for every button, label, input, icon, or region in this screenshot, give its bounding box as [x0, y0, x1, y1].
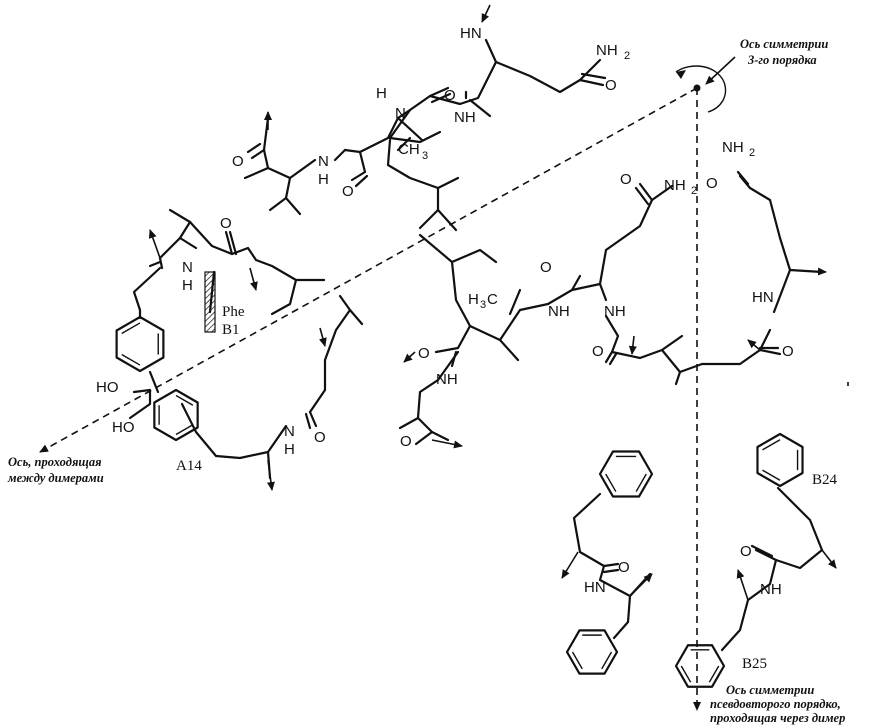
- left-cycle: [132, 208, 364, 491]
- atom-o-ala: O: [592, 343, 604, 360]
- atom-nh-lower: NH: [436, 371, 458, 388]
- annotations: Ось симметрии 3-го порядка Ось, проходящ…: [7, 37, 845, 725]
- atom-o-right: O: [706, 175, 718, 192]
- note-pseudo-2: псевдовторого порядко,: [710, 697, 841, 711]
- atom-o-bottom: O: [400, 433, 412, 450]
- tyrosine-ring-a14: [153, 388, 199, 442]
- atom-o-val: O: [232, 153, 244, 170]
- tyrosine-links: [128, 308, 160, 420]
- atom-nh2-top-sub: 2: [624, 50, 630, 62]
- atom-hn-right: HN: [752, 289, 774, 306]
- label-b24: B24: [812, 472, 838, 488]
- atom-o-lower: O: [418, 345, 430, 362]
- atom-n-b1: N: [182, 259, 193, 276]
- atom-o-gly: O: [444, 87, 456, 104]
- atom-h-val: H: [318, 171, 329, 188]
- note-threefold-2: 3-го порядка: [747, 53, 817, 67]
- phenyl-ring-bottom-left: [565, 629, 619, 675]
- tyrosine-ring-upper: [115, 315, 165, 373]
- atom-o-b1: O: [220, 215, 232, 232]
- atom-n-val: N: [318, 153, 329, 170]
- label-a14: A14: [176, 458, 202, 474]
- atom-nh2-right-sub: 2: [749, 147, 755, 159]
- atom-labels: HN NH 2 O O NH H N CH 3 O N H O O N H NH…: [96, 25, 794, 598]
- atom-n-tyr: N: [284, 423, 295, 440]
- atom-nh2-top: NH: [596, 42, 618, 59]
- atom-h3c-mid-c: C: [487, 291, 498, 308]
- middle-chain: [319, 170, 849, 449]
- atom-nh-gly: NH: [454, 109, 476, 126]
- atom-h-aziridine: H: [376, 85, 387, 102]
- atom-ch3-top: CH: [398, 141, 420, 158]
- atom-h3c-mid: H: [468, 291, 479, 308]
- note-dimer-axis-1: Ось, проходящая: [8, 455, 102, 469]
- atom-nh-mid: NH: [548, 303, 570, 320]
- label-b1: B1: [222, 322, 240, 338]
- atom-o-gln: O: [620, 171, 632, 188]
- atom-o-b24: O: [740, 543, 752, 560]
- atom-nh-b24: NH: [760, 581, 782, 598]
- threefold-axis-marker: [675, 56, 736, 113]
- label-phe: Phe: [222, 304, 245, 320]
- phenyl-ring-left: [598, 450, 654, 498]
- top-chain: [243, 4, 607, 232]
- b24-b25-fragments: [561, 486, 837, 652]
- note-threefold-1: Ось симметрии: [740, 37, 828, 51]
- atom-h-tyr: H: [284, 441, 295, 458]
- atom-ch3-top-sub: 3: [422, 150, 428, 162]
- residue-labels: Phe B1 A14 B24 B25: [176, 304, 838, 672]
- atom-o-top: O: [605, 77, 617, 94]
- atom-o-phe: O: [618, 559, 630, 576]
- atom-ho-2: HO: [112, 419, 135, 436]
- atom-o-tyr: O: [314, 429, 326, 446]
- dimer-axis: [39, 87, 698, 453]
- atom-nh-ala: NH: [604, 303, 626, 320]
- atom-o-leu: O: [342, 183, 354, 200]
- note-dimer-axis-2: между димерами: [7, 471, 104, 485]
- phenyl-ring-b24: [756, 432, 804, 488]
- phenyl-ring-b25: [674, 644, 726, 688]
- note-pseudo-1: Ось симметрии: [726, 683, 814, 697]
- aromatic-rings: [115, 315, 804, 688]
- label-b25: B25: [742, 656, 767, 672]
- atom-ho-1: HO: [96, 379, 119, 396]
- atom-nh2-right: NH: [722, 139, 744, 156]
- atom-h3c-mid-sub: 3: [480, 299, 486, 311]
- atom-o-right-ring: O: [782, 343, 794, 360]
- atom-nh2-gln-sub: 2: [691, 185, 697, 197]
- atom-n-aziridine: N: [395, 105, 406, 122]
- note-pseudo-3: проходящая через димер: [710, 711, 845, 725]
- atom-nh2-gln: NH: [664, 177, 686, 194]
- atom-hn-phe: HN: [584, 579, 606, 596]
- atom-hn-top: HN: [460, 25, 482, 42]
- atom-o-mid: O: [540, 259, 552, 276]
- atom-h-b1: H: [182, 277, 193, 294]
